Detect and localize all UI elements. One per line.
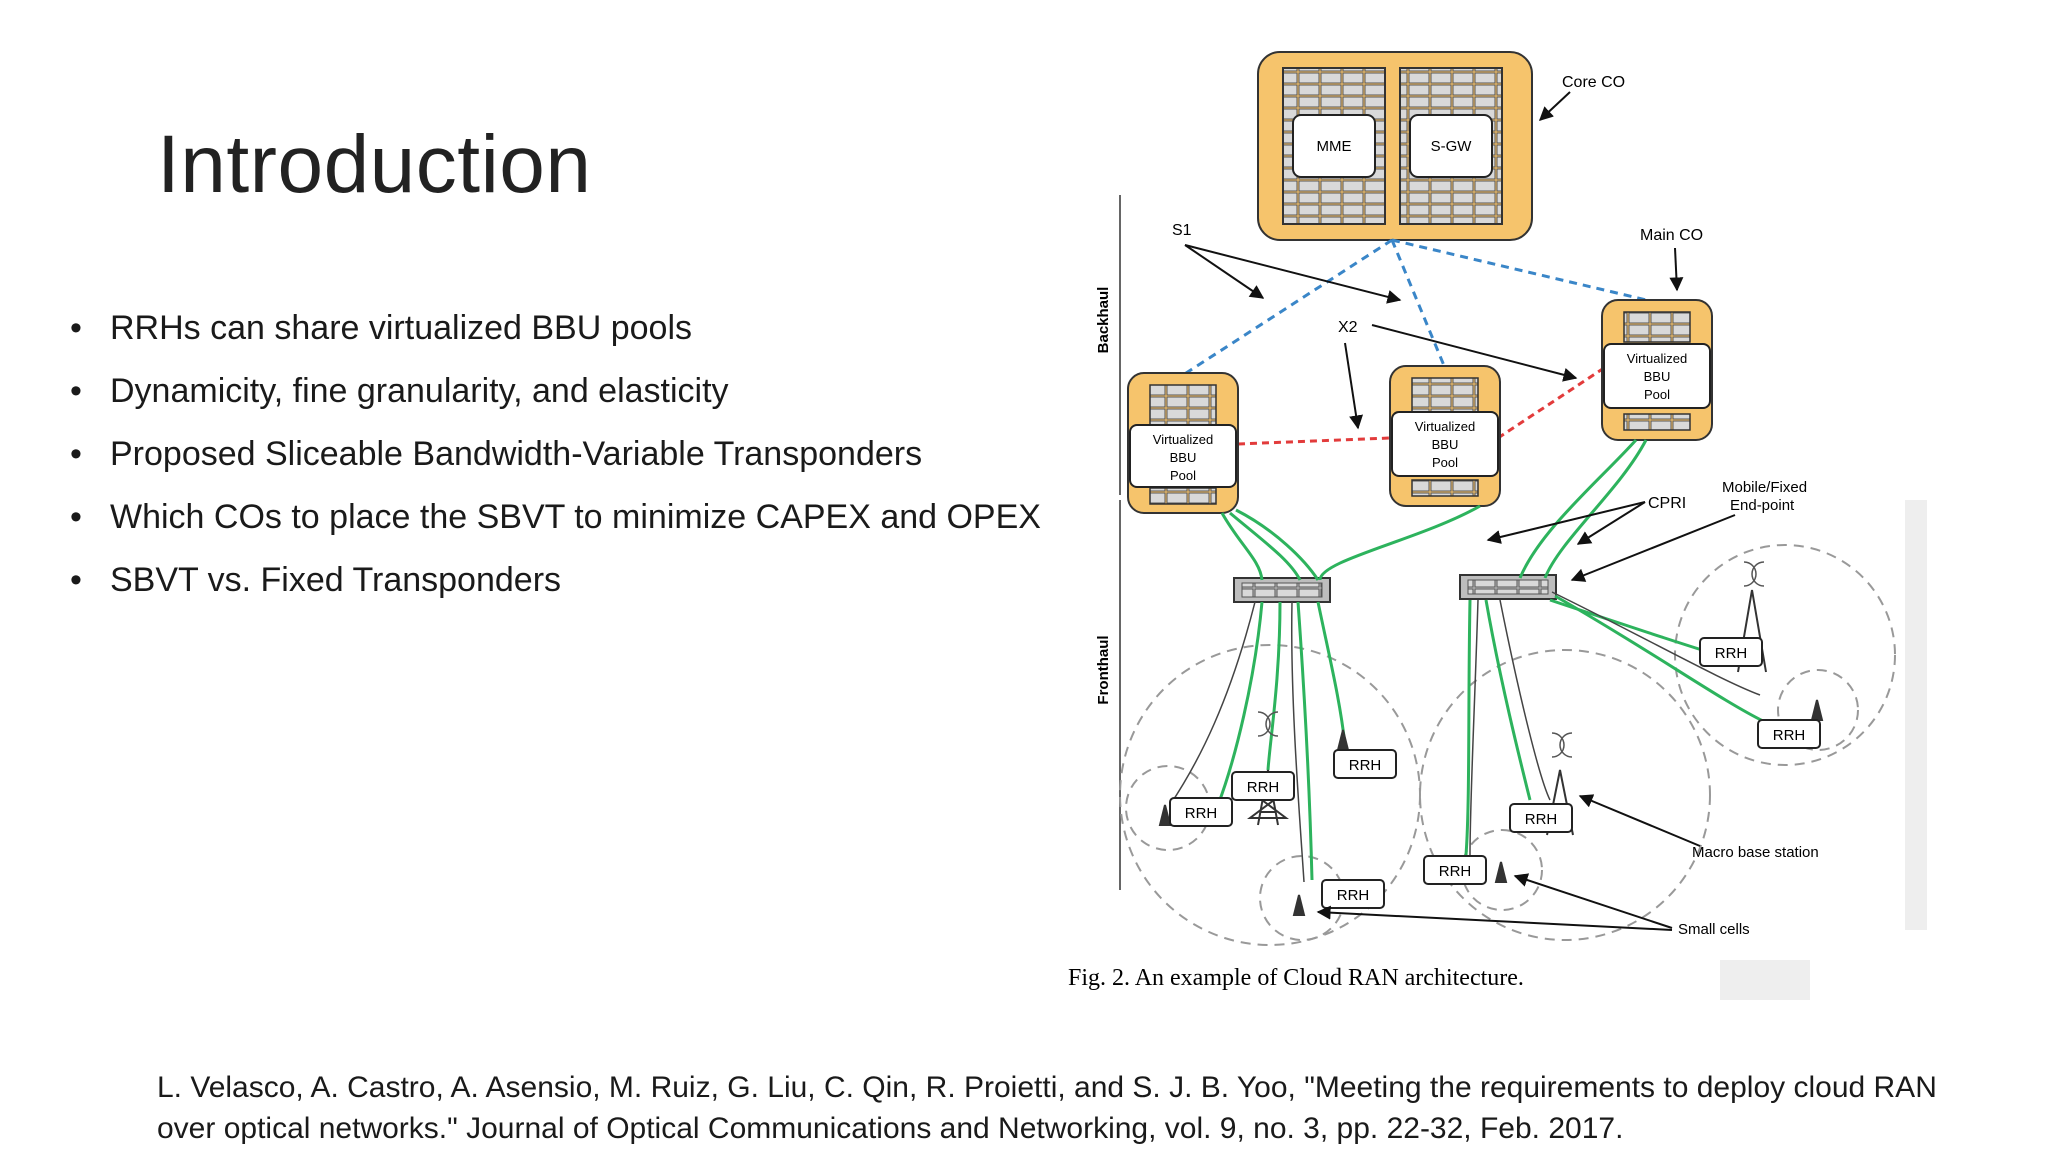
x2-label: X2 <box>1338 319 1358 336</box>
bullet-item: Proposed Sliceable Bandwidth-Variable Tr… <box>70 434 1041 474</box>
backhaul-label: Backhaul <box>1095 287 1112 354</box>
backhaul-links <box>1182 238 1656 377</box>
rrh-box: RRH <box>1757 719 1821 749</box>
rrh-label: RRH <box>1525 811 1558 828</box>
core-co-arrow <box>1538 91 1571 121</box>
bbu-label-line2: BBU <box>1170 450 1197 465</box>
rrh-box: RRH <box>1333 749 1397 779</box>
endpoint-label-line1: Mobile/Fixed <box>1722 479 1807 496</box>
small-cells-label: Small cells <box>1678 921 1750 938</box>
bbu-label-line1: Virtualized <box>1153 432 1213 447</box>
sgw-label: S-GW <box>1431 138 1473 155</box>
main-co-arrow <box>1669 247 1684 292</box>
bullet-item: Dynamicity, fine granularity, and elasti… <box>70 371 1041 411</box>
antenna-signal-icon <box>1257 561 1765 758</box>
rrh-box: RRH <box>1169 797 1233 827</box>
s1-label: S1 <box>1172 222 1192 239</box>
rrh-label: RRH <box>1773 727 1806 744</box>
bbu-pool-right: Virtualized BBU Pool <box>1601 299 1713 441</box>
x2-links <box>1237 366 1605 446</box>
cloud-ran-figure: Backhaul Fronthaul MME S-GW Core CO S1 X… <box>1060 40 1930 1010</box>
rrh-label: RRH <box>1349 757 1382 774</box>
bullet-list: RRHs can share virtualized BBU pools Dyn… <box>70 308 1041 623</box>
rrh-label: RRH <box>1247 779 1280 796</box>
bbu-label-line3: Pool <box>1432 455 1458 470</box>
bullet-item: SBVT vs. Fixed Transponders <box>70 560 1041 600</box>
copper-links <box>1169 591 1761 883</box>
rrh-box: RRH <box>1321 879 1385 909</box>
background-decoration <box>1720 960 1810 1000</box>
endpoint-arrow <box>1570 514 1736 582</box>
core-co-label: Core CO <box>1562 74 1625 91</box>
main-co-label: Main CO <box>1640 227 1703 244</box>
cloud-ran-diagram: Backhaul Fronthaul MME S-GW Core CO S1 X… <box>1068 51 1927 1000</box>
bullet-item: RRHs can share virtualized BBU pools <box>70 308 1041 348</box>
s1-arrows <box>1184 244 1402 304</box>
fronthaul-label: Fronthaul <box>1095 635 1112 704</box>
bullet-item: Which COs to place the SBVT to minimize … <box>70 497 1041 537</box>
small-cell-icon <box>1158 699 1824 916</box>
macro-arrow <box>1578 794 1701 847</box>
slide-title: Introduction <box>157 119 592 210</box>
switch-left <box>1233 577 1331 603</box>
endpoint-label-line2: End-point <box>1730 497 1795 514</box>
sgw-node <box>1409 114 1493 178</box>
rrh-box: RRH <box>1509 803 1573 833</box>
bbu-label-line3: Pool <box>1644 387 1670 402</box>
bbu-label-line1: Virtualized <box>1627 351 1687 366</box>
rrh-label: RRH <box>1715 645 1748 662</box>
cpri-arrows <box>1486 501 1646 545</box>
rrh-label: RRH <box>1337 887 1370 904</box>
backhaul-bracket: Backhaul <box>1095 195 1121 495</box>
bbu-pool-middle: Virtualized BBU Pool <box>1389 365 1501 507</box>
bbu-pool-left: Virtualized BBU Pool <box>1127 372 1239 514</box>
core-co: MME S-GW <box>1257 51 1533 241</box>
rrh-box: RRH <box>1231 771 1295 801</box>
bbu-label-line2: BBU <box>1432 437 1459 452</box>
bbu-label-line3: Pool <box>1170 468 1196 483</box>
rrh-box: RRH <box>1423 855 1487 885</box>
background-decoration <box>1905 500 1927 930</box>
bbu-label-line1: Virtualized <box>1415 419 1475 434</box>
small-cells-arrows <box>1316 873 1673 931</box>
rrh-box: RRH <box>1699 637 1763 667</box>
cpri-label: CPRI <box>1648 495 1686 512</box>
mme-node <box>1292 114 1376 178</box>
rrh-label: RRH <box>1439 863 1472 880</box>
rrh-label: RRH <box>1185 805 1218 822</box>
figure-caption: Fig. 2. An example of Cloud RAN architec… <box>1068 965 1524 991</box>
fronthaul-bracket: Fronthaul <box>1095 500 1121 890</box>
macro-label: Macro base station <box>1692 844 1819 861</box>
switch-right <box>1459 574 1557 600</box>
mme-label: MME <box>1317 138 1352 155</box>
citation: L. Velasco, A. Castro, A. Asensio, M. Ru… <box>157 1071 1937 1145</box>
x2-arrows <box>1344 324 1578 430</box>
bbu-label-line2: BBU <box>1644 369 1671 384</box>
